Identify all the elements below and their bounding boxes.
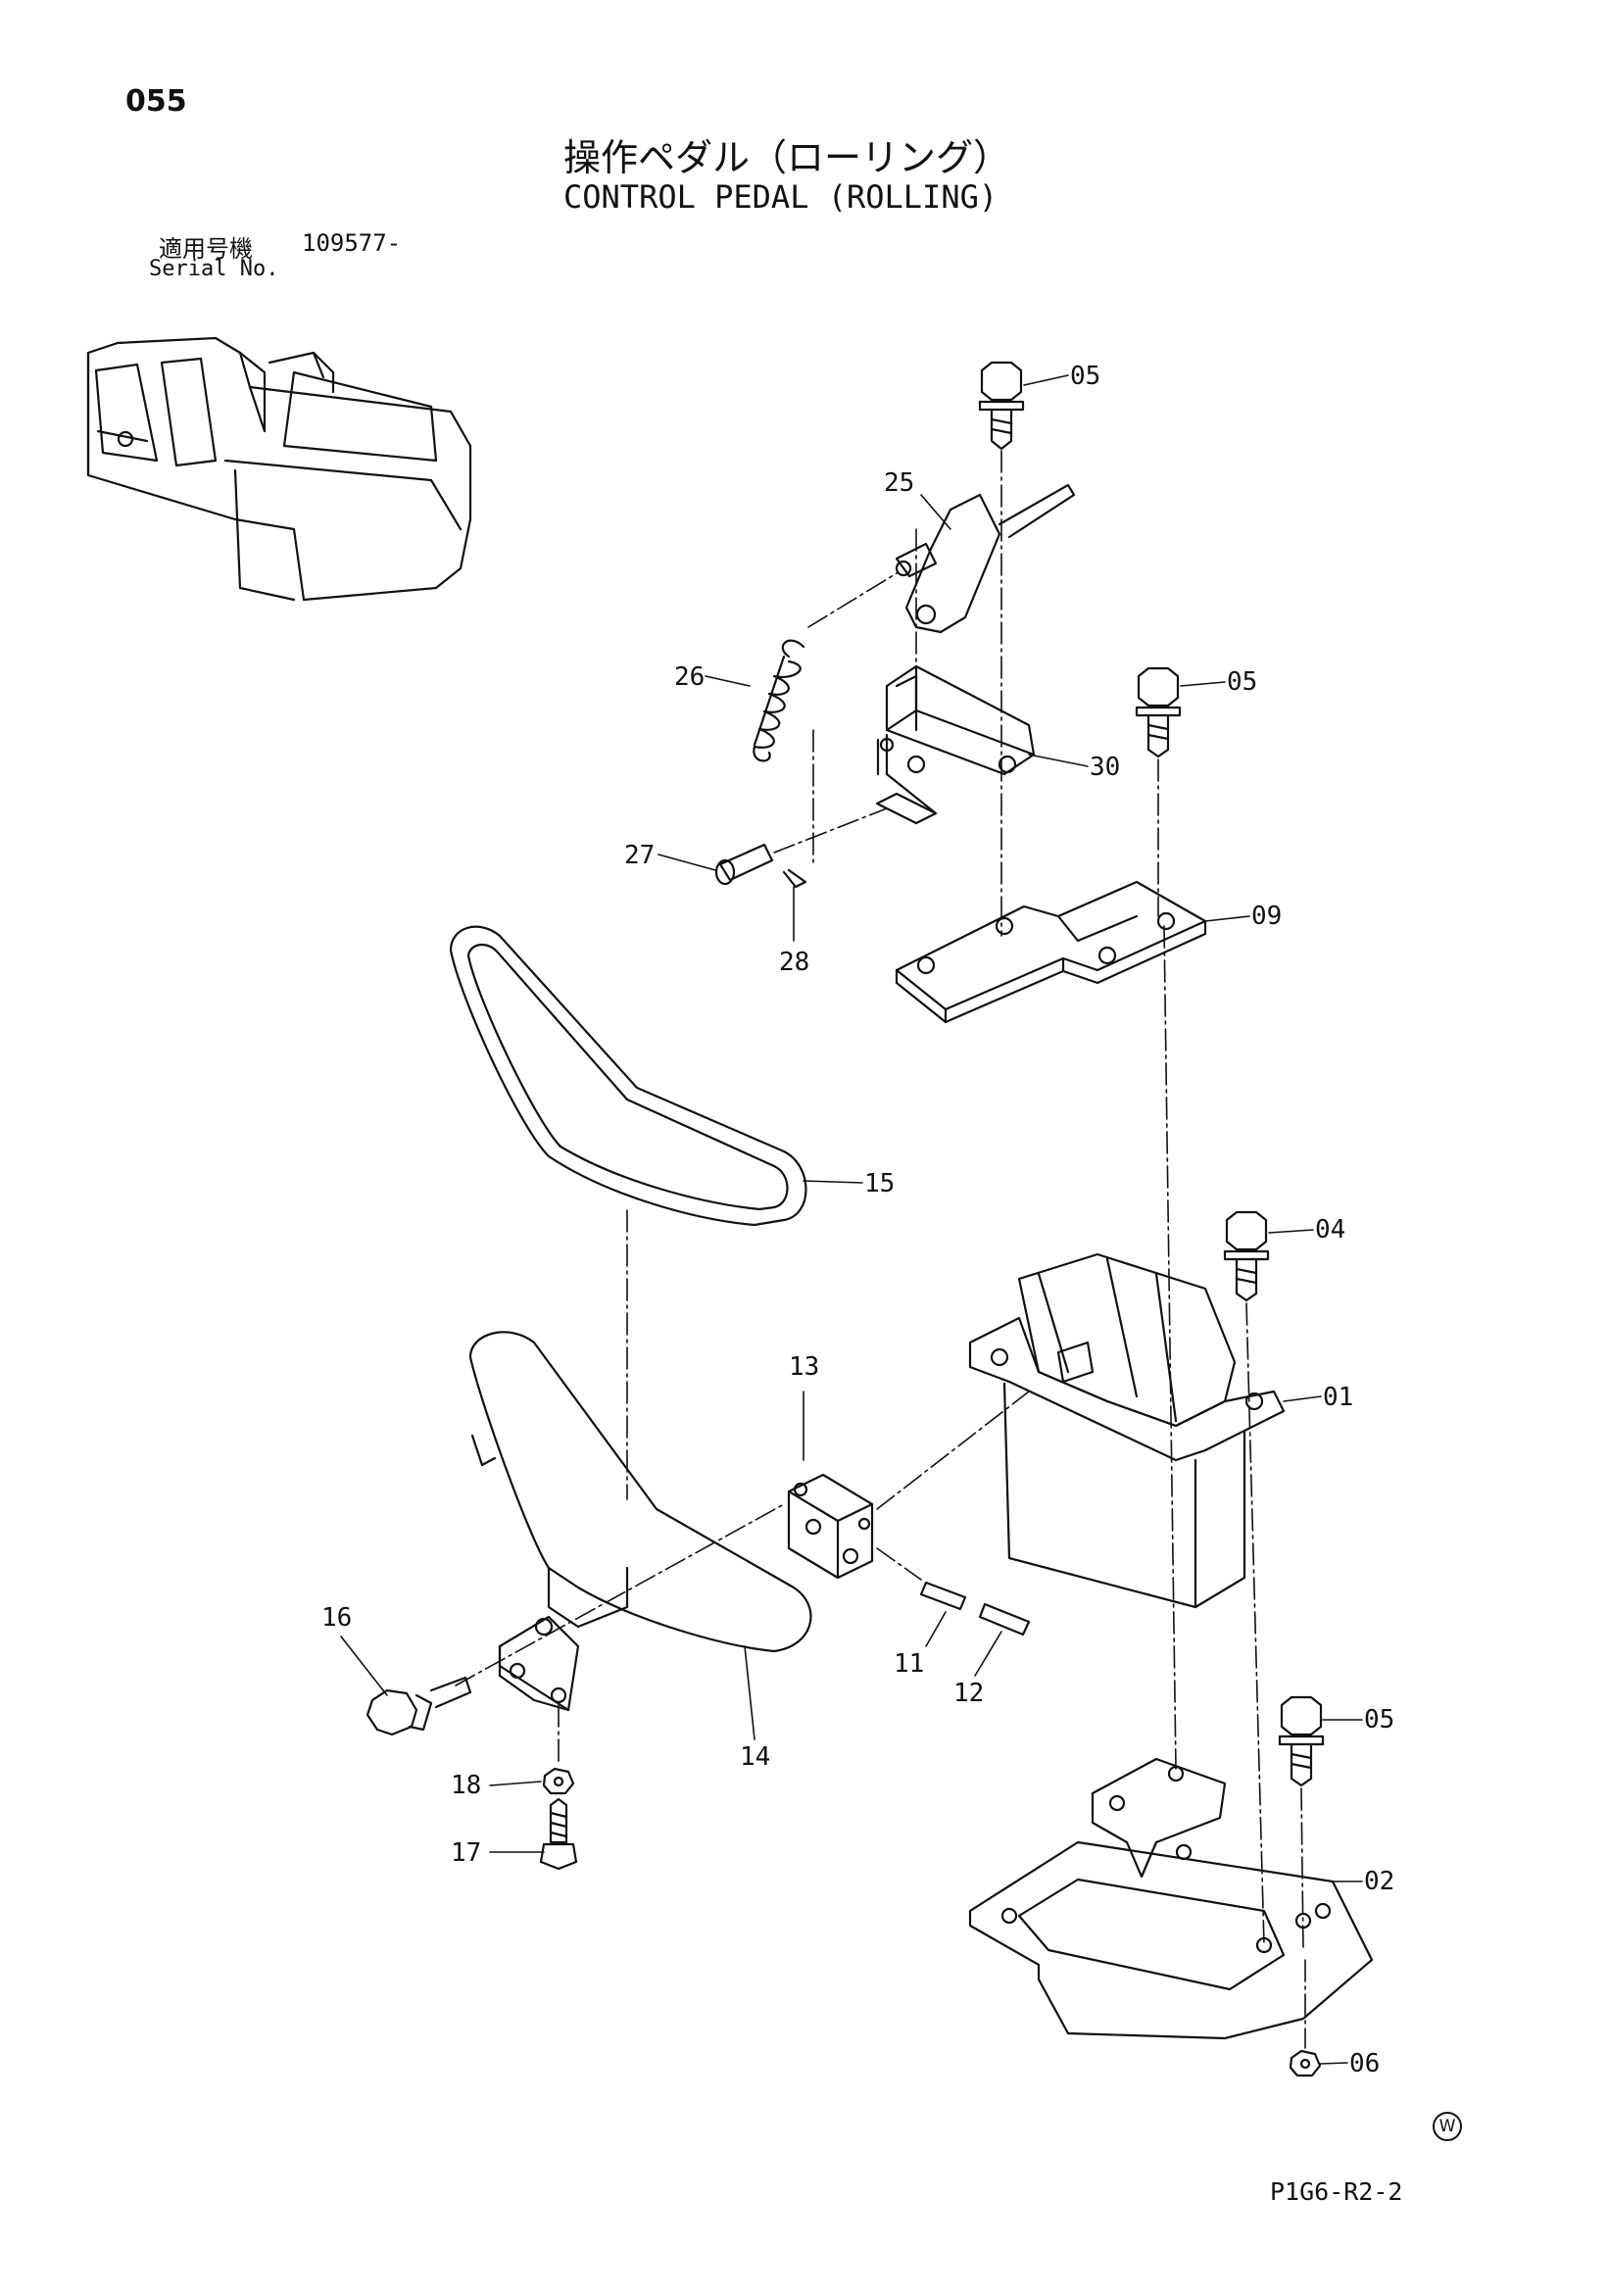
- part-11-pin: [919, 1581, 967, 1611]
- page-number: 055: [125, 84, 187, 119]
- part-06-nut: [1289, 2049, 1322, 2077]
- callout-06: 06: [1349, 2049, 1381, 2078]
- watermark-circle-w: W: [1433, 2112, 1462, 2141]
- callout-30: 30: [1090, 753, 1121, 782]
- callout-04: 04: [1315, 1215, 1346, 1245]
- callout-15: 15: [864, 1169, 896, 1198]
- part-04-bolt: [1223, 1210, 1270, 1302]
- part-05-bolt-bottom: [1278, 1695, 1325, 1787]
- assembly-centerlines: [455, 450, 1306, 2049]
- part-18-nut: [542, 1767, 575, 1795]
- callout-02: 02: [1364, 1867, 1395, 1896]
- callout-leaders: [340, 374, 1363, 2065]
- part-12-pin: [978, 1602, 1031, 1637]
- part-01-pedal-valve: [968, 1252, 1286, 1609]
- callout-14: 14: [740, 1742, 771, 1772]
- title-japanese: 操作ペダル（ローリング）: [563, 136, 1011, 179]
- part-05-bolt-top: [978, 361, 1025, 451]
- part-27-pin: [714, 843, 774, 886]
- serial-label-english: Serial No.: [149, 257, 279, 281]
- callout-16: 16: [321, 1603, 353, 1633]
- machine-locator-sketch: [86, 336, 472, 602]
- part-05-bolt-middle: [1135, 666, 1182, 758]
- part-02-base-plate: [968, 1757, 1374, 2040]
- part-26-spring: [753, 639, 805, 762]
- part-28-cotter-pin: [782, 868, 807, 889]
- callout-18: 18: [451, 1771, 482, 1800]
- callout-26: 26: [674, 662, 706, 692]
- callout-05-top: 05: [1070, 362, 1101, 391]
- callout-05-middle: 05: [1227, 667, 1258, 697]
- part-30-hinge-bracket: [875, 664, 1036, 825]
- part-16-bolt: [365, 1676, 472, 1736]
- part-13-block: [787, 1473, 874, 1580]
- callout-12: 12: [953, 1679, 985, 1708]
- callout-25: 25: [884, 468, 915, 498]
- callout-01: 01: [1323, 1383, 1354, 1412]
- callout-09: 09: [1251, 902, 1283, 931]
- callout-13: 13: [789, 1352, 820, 1382]
- callout-11: 11: [894, 1649, 925, 1679]
- part-15-pedal-cover: [449, 925, 807, 1227]
- callout-27: 27: [624, 841, 656, 870]
- part-17-bolt: [539, 1797, 578, 1871]
- callout-28: 28: [779, 948, 810, 977]
- drawing-number: P1G6-R2-2: [1270, 2177, 1403, 2206]
- part-14-pedal: [468, 1331, 812, 1712]
- part-25-lever-arm: [895, 483, 1076, 634]
- callout-05-bottom: 05: [1364, 1705, 1395, 1734]
- callout-17: 17: [451, 1838, 482, 1868]
- serial-number-value: 109577-: [302, 229, 402, 257]
- serial-label-japanese: 適用号機: [159, 235, 253, 263]
- title-english: CONTROL PEDAL (ROLLING): [563, 178, 999, 216]
